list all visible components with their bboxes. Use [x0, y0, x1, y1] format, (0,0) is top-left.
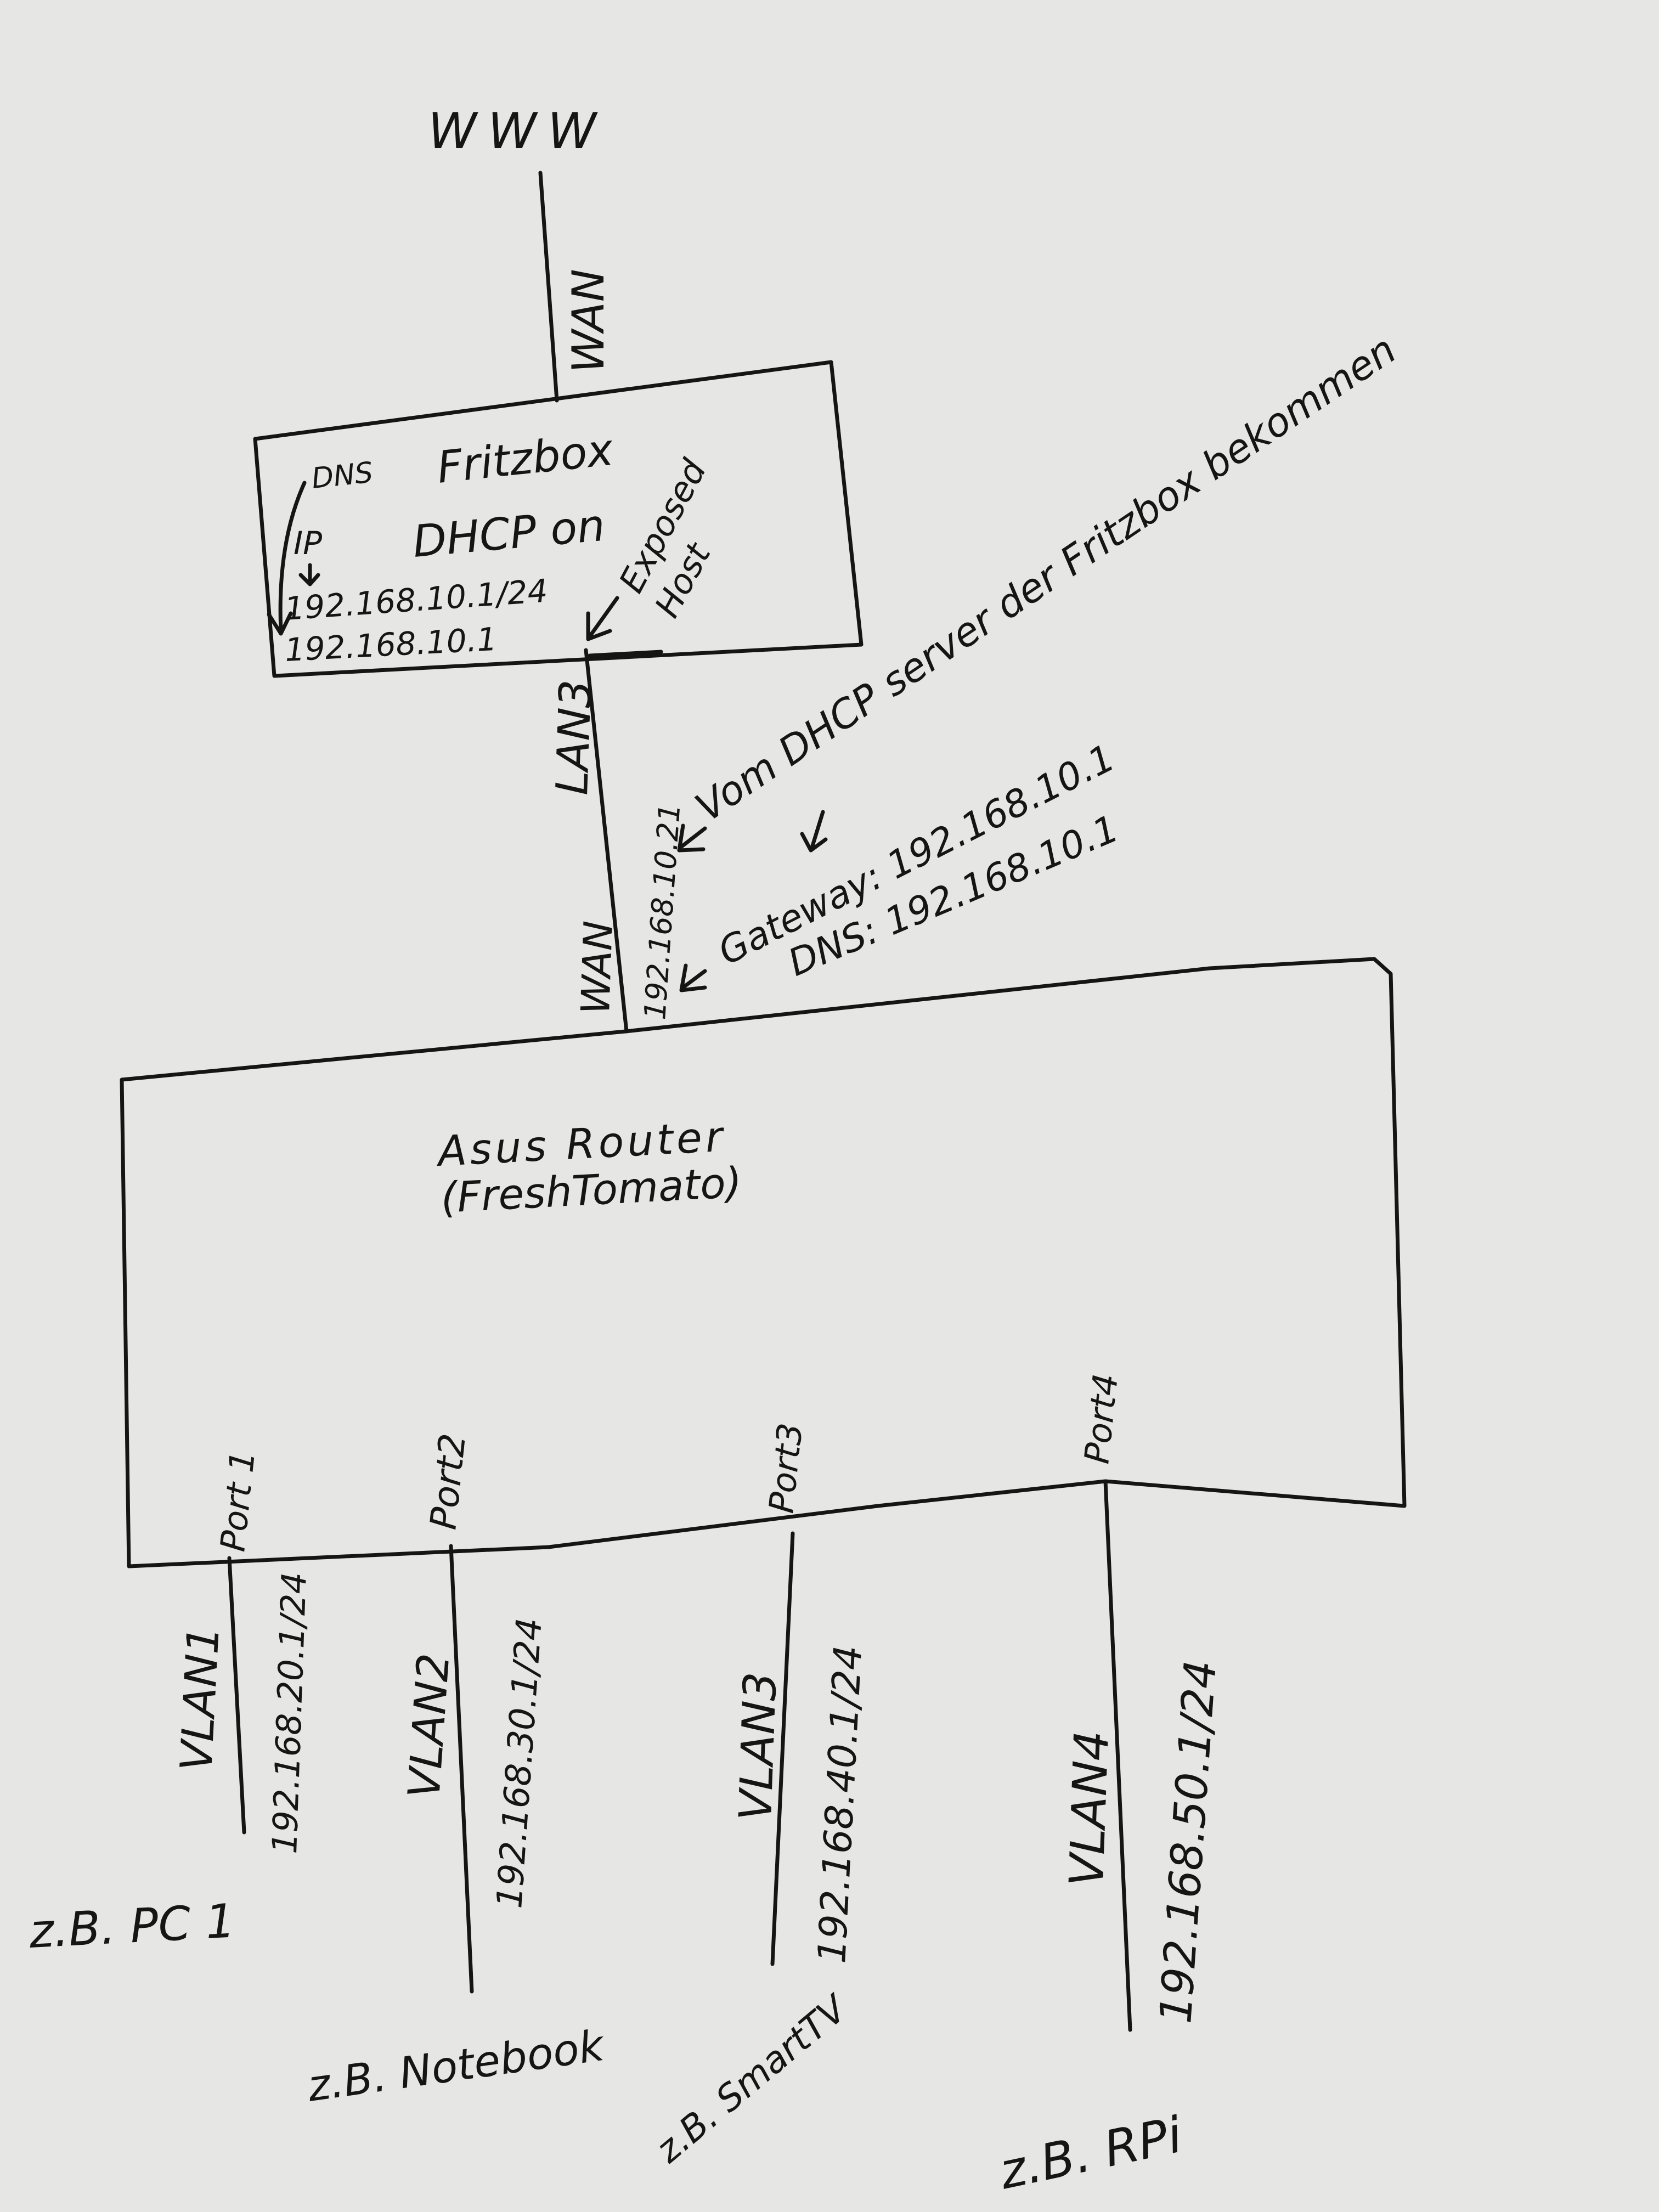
- port4-line: [1103, 1479, 1132, 2032]
- fritzbox-ip-address: 192.168.10.1/24: [283, 572, 549, 628]
- vlan4-subnet: 192.168.50.1/24: [1150, 1658, 1226, 2025]
- vlan1-label: VLAN1: [171, 1625, 229, 1773]
- fritzbox-lan3-label: LAN3: [546, 679, 601, 795]
- exposed-host-arrow: [586, 596, 619, 641]
- wan-uplink-line: [538, 171, 559, 403]
- port2-line: [449, 1544, 474, 1994]
- fritzbox-ip-label: IP: [294, 524, 322, 562]
- fritzbox-box: [253, 360, 864, 678]
- fritzbox-title: Fritzbox: [435, 424, 616, 493]
- dhcp-source-note: Vom DHCP server der Fritzbox bekommen: [687, 326, 1404, 831]
- vlan3-label: VLAN3: [730, 1671, 787, 1822]
- port1-line: [227, 1556, 246, 1835]
- fritzbox-dns-label: DNS: [310, 456, 375, 495]
- port4-label: Port4: [1076, 1372, 1126, 1465]
- fritzbox-underline: [588, 650, 663, 658]
- port1-label: Port 1: [212, 1449, 263, 1554]
- port3-label: Port3: [761, 1421, 810, 1515]
- vlan1-subnet: 192.168.20.1/24: [264, 1571, 314, 1854]
- dhcp-note-arrow: [677, 823, 707, 853]
- ip-arrow: [298, 563, 320, 586]
- fritzbox-dhcp-status: DHCP on: [411, 500, 607, 567]
- dns-arrow-head: [267, 611, 293, 636]
- port3-line: [770, 1531, 795, 1966]
- internet-label: WWW: [428, 103, 607, 160]
- device1-label: z.B. PC 1: [27, 1894, 236, 1959]
- fritzbox-dns-address: 192.168.10.1: [284, 620, 498, 669]
- dhcp-down-arrow: [800, 810, 828, 853]
- gateway-arrow: [679, 963, 707, 992]
- device2-label: z.B. Notebook: [304, 2021, 608, 2112]
- vlan2-subnet: 192.168.30.1/24: [489, 1617, 550, 1910]
- port2-label: Port2: [422, 1431, 474, 1531]
- vlan4-label: VLAN4: [1059, 1730, 1120, 1888]
- device4-label: z.B. RPi: [994, 2106, 1187, 2201]
- wan-uplink-label: WAN: [563, 269, 614, 373]
- lan3-link-line: [584, 648, 629, 1034]
- router-wan-label: WAN: [572, 920, 622, 1015]
- dns-arrow: [278, 481, 307, 633]
- vlan2-label: VLAN2: [398, 1652, 459, 1801]
- asus-router-box: [120, 957, 1407, 1568]
- vlan3-subnet: 192.168.40.1/24: [809, 1644, 871, 1965]
- device3-label: z.B. SmartTV: [647, 1987, 856, 2171]
